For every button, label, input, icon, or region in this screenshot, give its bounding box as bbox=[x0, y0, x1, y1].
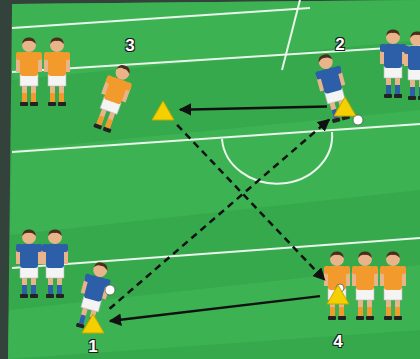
active-players bbox=[72, 51, 354, 332]
pitch-detail bbox=[352, 251, 378, 320]
pitch-detail bbox=[380, 29, 406, 98]
cone-marker bbox=[152, 101, 174, 120]
grass bbox=[8, 0, 420, 359]
pitch-detail bbox=[353, 115, 363, 125]
pitch-detail bbox=[282, 0, 300, 70]
pitch-detail bbox=[44, 37, 70, 106]
position-number: 1 bbox=[88, 338, 97, 355]
pass-arrow bbox=[110, 296, 320, 321]
cone-marker bbox=[334, 97, 356, 116]
pitch-detail bbox=[324, 251, 350, 320]
pitch-detail bbox=[89, 61, 137, 134]
pitch-detail bbox=[12, 8, 310, 28]
grass-stripe bbox=[10, 110, 420, 235]
pass-arrow bbox=[180, 106, 327, 109]
cone-position: 4 bbox=[326, 284, 350, 305]
pitch-detail bbox=[380, 251, 406, 320]
pitch-lines bbox=[12, 0, 420, 268]
pitch-detail bbox=[12, 238, 420, 268]
pitch-detail bbox=[404, 31, 420, 100]
cone-shape bbox=[326, 284, 350, 305]
waiting-players bbox=[16, 29, 420, 320]
cone-position: 1 bbox=[81, 313, 105, 334]
cone-shape bbox=[81, 313, 105, 334]
cone-marker bbox=[327, 285, 349, 304]
cone-shape bbox=[333, 96, 357, 117]
grass-stripe bbox=[12, 0, 420, 80]
position-number: 3 bbox=[125, 37, 134, 54]
position-number: 4 bbox=[333, 333, 342, 350]
cone-shape bbox=[151, 100, 175, 121]
pass-arrow bbox=[177, 125, 324, 280]
pitch-detail bbox=[42, 229, 68, 298]
pitch-detail bbox=[72, 259, 115, 332]
pitch-detail bbox=[12, 124, 420, 152]
position-number: 2 bbox=[335, 36, 344, 53]
pitch-detail bbox=[105, 285, 115, 295]
cone-position: 2 bbox=[333, 96, 357, 117]
pitch-detail bbox=[222, 132, 332, 184]
pitch-detail bbox=[16, 229, 42, 298]
pass-arrow bbox=[110, 120, 330, 309]
footballs bbox=[105, 115, 363, 295]
pitch-detail bbox=[12, 46, 420, 72]
cone-position: 3 bbox=[151, 100, 175, 121]
pitch-detail bbox=[16, 37, 42, 106]
cone-marker bbox=[82, 314, 104, 333]
